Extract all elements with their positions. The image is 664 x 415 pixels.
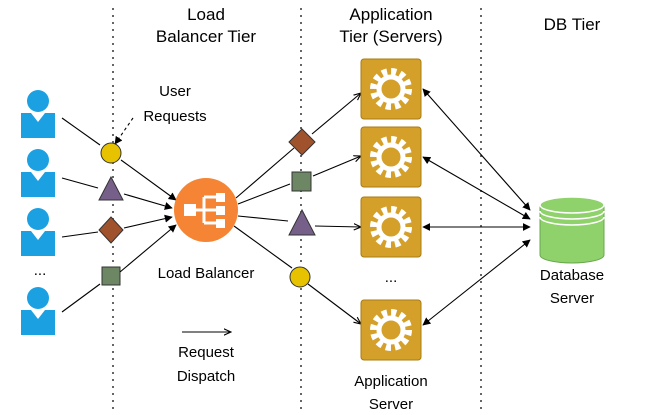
request-to-lb-arrows (119, 159, 177, 273)
load-balancer-label: Load Balancer (158, 265, 255, 282)
database-server-label-line1: Database (540, 267, 604, 284)
lb-tier-title-line1: Load (187, 5, 225, 24)
gear-icon (360, 299, 422, 361)
request-circle (100, 142, 122, 164)
dispatched-square (291, 171, 312, 192)
application-server-label-line1: Application (354, 373, 427, 390)
user-requests-label-line2: Requests (143, 108, 206, 125)
user-requests-label-line1: User (159, 83, 191, 100)
db-tier-title: DB Tier (544, 15, 601, 34)
database-icon (539, 196, 605, 264)
users-ellipsis: ... (34, 262, 47, 279)
application-servers (360, 58, 422, 361)
servers-ellipsis: ... (385, 269, 398, 286)
dispatched-triangle (288, 208, 316, 236)
server-db-arrows (422, 88, 531, 326)
incoming-requests (98, 142, 124, 286)
application-server-label-line2: Server (369, 396, 413, 413)
user-icon (21, 287, 55, 335)
user-requests-pointer (114, 117, 134, 145)
users (21, 90, 55, 335)
lb-to-dispatch-connectors (233, 147, 295, 269)
gear-icon (360, 58, 422, 120)
user-icon (21, 149, 55, 197)
database-server-label-line2: Server (550, 290, 594, 307)
tier-dividers (112, 8, 482, 410)
app-tier-title-line2: Tier (Servers) (339, 27, 442, 46)
user-connectors (61, 117, 101, 313)
dispatched-circle (289, 266, 311, 288)
request-dispatch-label-line2: Dispatch (177, 368, 235, 385)
request-square (101, 266, 121, 286)
dispatch-to-server-arrows (307, 93, 361, 324)
dispatched-requests (288, 128, 316, 288)
request-dispatch-label-line1: Request (178, 344, 235, 361)
request-triangle (98, 175, 124, 201)
gear-icon (360, 126, 422, 188)
dispatched-diamond (288, 128, 316, 156)
gear-icon (360, 196, 422, 258)
user-icon (21, 208, 55, 256)
user-icon (21, 90, 55, 138)
app-tier-title-line1: Application (349, 5, 432, 24)
lb-tier-title-line2: Balancer Tier (156, 27, 256, 46)
request-diamond (98, 216, 124, 244)
load-balancer-icon (174, 178, 238, 242)
